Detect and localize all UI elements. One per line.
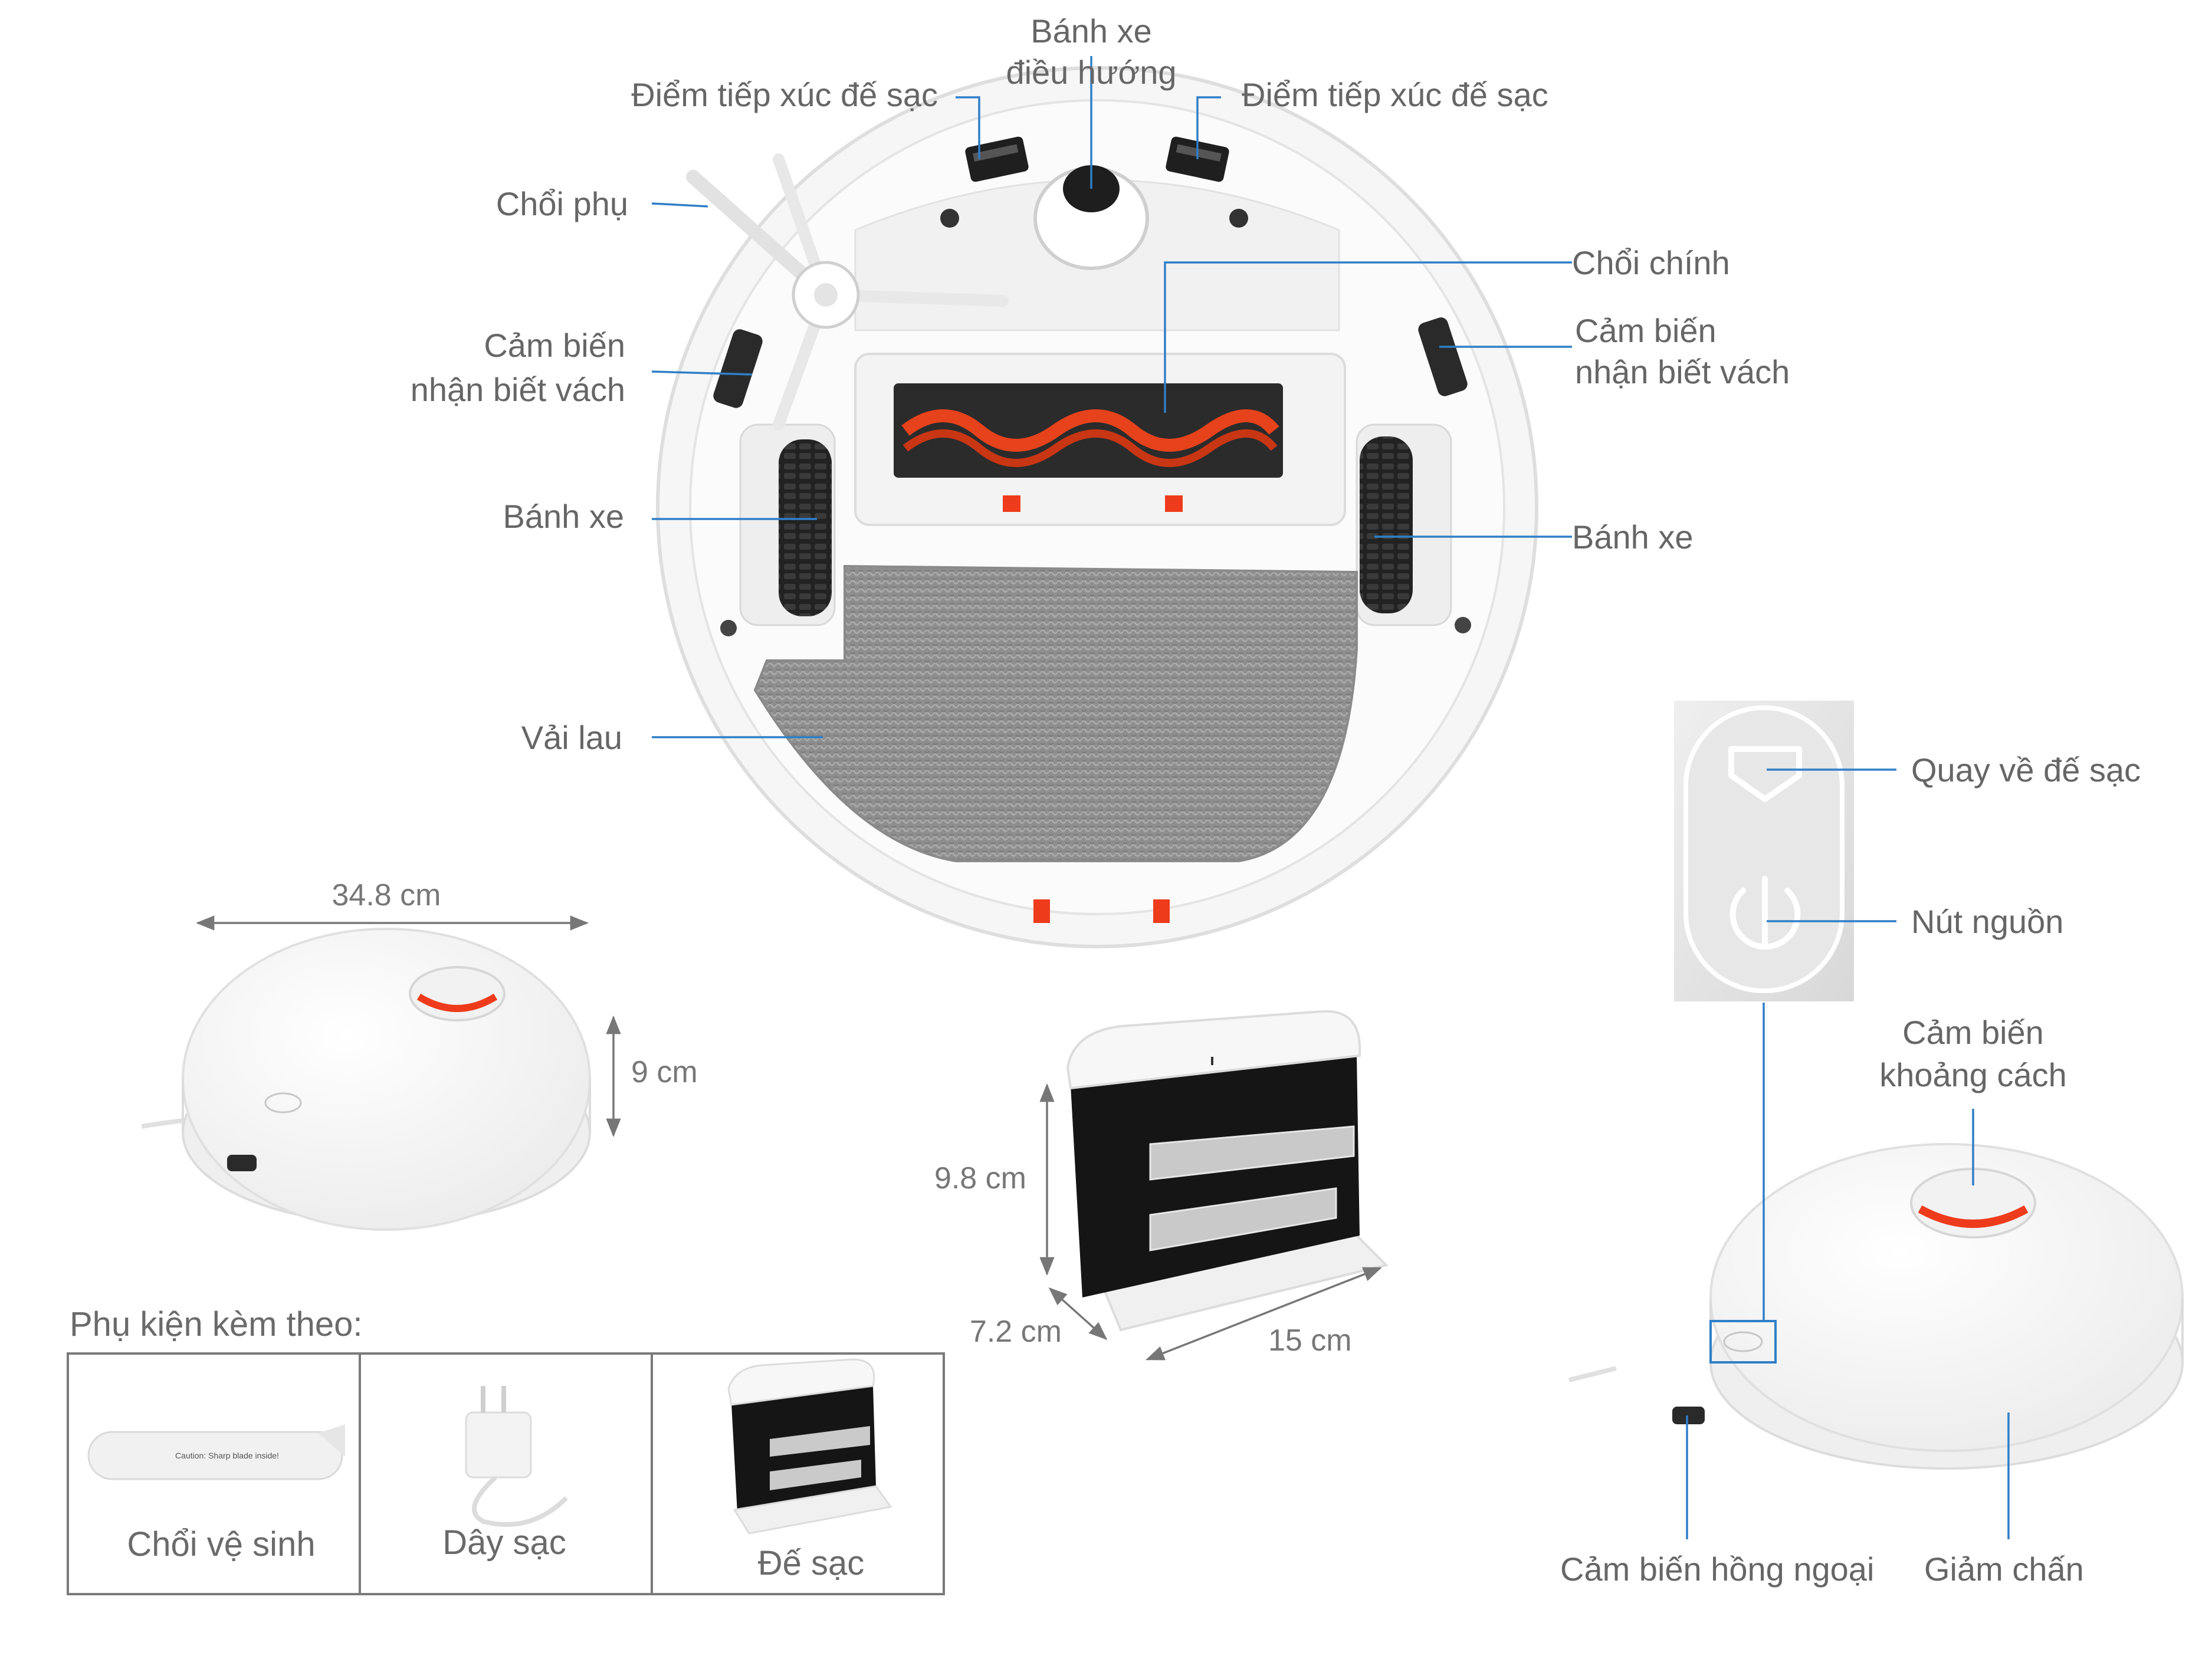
accessory-charging-cable: Dây sạc xyxy=(442,1523,566,1562)
distance-sensor-label-1: Cảm biến xyxy=(1902,1014,2044,1051)
accessory-cleaning-brush: Chổi vệ sinh xyxy=(127,1525,315,1563)
main-brush-label: Chổi chính xyxy=(1572,244,1730,281)
distance-sensor-label-2: khoảng cách xyxy=(1879,1056,2067,1093)
wheel-left xyxy=(779,439,832,616)
cliff-sensor-left xyxy=(713,329,763,408)
wheel-right-label: Bánh xe xyxy=(1572,518,1694,556)
steering-wheel-label-1: Bánh xe xyxy=(1030,12,1152,50)
dock-depth-label: 7.2 cm xyxy=(970,1315,1062,1349)
cliff-sensor-left-label-2: nhận biết vách xyxy=(411,371,625,408)
power-button-label: Nút nguồn xyxy=(1911,903,2063,940)
dock-height-label: 9.8 cm xyxy=(934,1161,1026,1195)
underside-leader-lines xyxy=(651,56,1572,738)
power-icon xyxy=(1729,876,1801,950)
side-brush xyxy=(686,153,1009,431)
robot-top-view xyxy=(141,928,591,1231)
cliff-sensor-right-label-2: nhận biết vách xyxy=(1575,353,1790,390)
dock-depth-arrow xyxy=(1048,1287,1108,1341)
bumper-label: Giảm chấn xyxy=(1924,1550,2084,1588)
cliff-sensor-left-label-1: Cảm biến xyxy=(484,327,625,364)
wheel-right xyxy=(1360,436,1413,613)
dock-accessory-image xyxy=(727,1358,892,1535)
charging-cable-image xyxy=(465,1386,568,1527)
brush-caution-text: Caution: Sharp blade inside! xyxy=(175,1451,279,1460)
return-to-dock-label: Quay về đế sạc xyxy=(1911,751,2141,789)
accessories-title: Phụ kiện kèm theo: xyxy=(70,1305,363,1343)
accessory-dock: Đế sạc xyxy=(758,1544,865,1582)
charge-contact-left-label: Điểm tiếp xúc đế sạc xyxy=(631,76,938,113)
side-brush-label: Chổi phụ xyxy=(496,185,628,222)
charge-contact-right-label: Điểm tiếp xúc đế sạc xyxy=(1242,76,1548,113)
cliff-sensor-right-label-1: Cảm biến xyxy=(1575,312,1717,349)
return-dock-icon xyxy=(1728,746,1802,802)
robot-top-view-right xyxy=(1568,1143,2184,1470)
steering-wheel-label-2: điều hướng xyxy=(1006,54,1176,91)
mop-cloth-label: Vải lau xyxy=(521,719,622,756)
cliff-sensor-right xyxy=(1418,317,1468,396)
infrared-sensor-label: Cảm biến hồng ngoại xyxy=(1560,1550,1874,1588)
button-panel xyxy=(1674,701,1854,1001)
robot-height-label: 9 cm xyxy=(631,1055,698,1089)
robot-underside-view xyxy=(656,66,1538,948)
wheel-left-label: Bánh xe xyxy=(503,498,625,535)
mop-cloth xyxy=(753,564,1358,862)
charging-dock xyxy=(1066,1010,1389,1332)
dock-width-arrow xyxy=(1146,1267,1382,1361)
cleaning-brush-image: Caution: Sharp blade inside! xyxy=(87,1424,345,1480)
robot-width-label: 34.8 cm xyxy=(332,878,441,912)
charge-contact-left xyxy=(965,136,1029,182)
dock-width-label: 15 cm xyxy=(1268,1323,1352,1358)
